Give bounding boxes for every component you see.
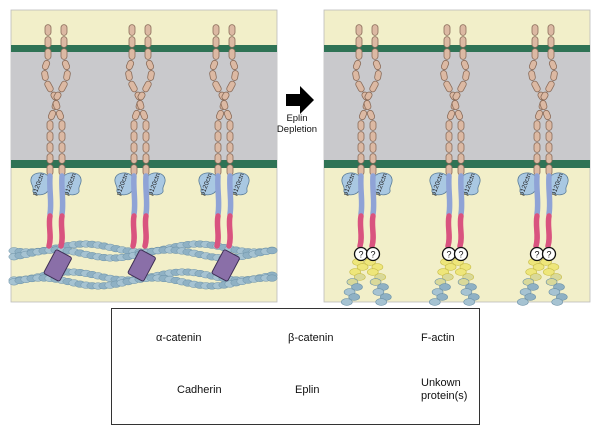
legend-box [111,308,480,425]
f-actin-filament [428,258,457,306]
beta-catenin [446,173,453,217]
legend-alpha-catenin-label: α-catenin [156,332,202,344]
f-actin-filament [340,258,369,306]
alpha-catenin [130,213,137,249]
p120-catenin: p120ctn [429,172,450,197]
beta-catenin [47,173,54,217]
legend-unknown-label-line1: Unkown [421,377,461,389]
membrane-bottom-line [324,160,590,168]
unknown-protein-mark: ? [546,250,551,260]
alpha-catenin [533,213,540,249]
membrane-top-line [11,45,277,52]
unknown-protein-mark: ? [534,250,539,260]
p120-catenin: p120ctn [114,172,135,197]
right-arrow-icon [286,86,314,114]
beta-catenin [546,173,553,217]
alpha-catenin [357,213,364,249]
beta-catenin [370,173,377,217]
alpha-catenin [142,213,149,249]
p120-catenin: p120ctn [460,172,481,197]
adherens-junction: p120ctn p120ctn [114,24,166,282]
unknown-protein-icon [541,246,557,262]
alpha-catenin [545,213,552,249]
beta-catenin [534,173,541,217]
p120-catenin: p120ctn [145,172,166,197]
legend-unknown-label-line2: protein(s) [421,390,468,402]
f-actin-network [8,240,278,290]
legend-f-actin-label: F-actin [421,332,455,344]
legend-eplin-label: Eplin [295,384,320,396]
legend-beta-catenin-label: β-catenin [288,332,334,344]
unknown-protein-mark: ? [458,250,463,260]
beta-catenin [227,173,234,217]
beta-catenin [458,173,465,217]
unknown-protein-mark: ? [358,250,363,260]
alpha-catenin [214,213,221,249]
unknown-protein-mark: ? [370,250,375,260]
beta-catenin [59,173,66,217]
alpha-catenin [226,213,233,249]
eplin [211,249,240,282]
alpha-catenin [445,213,452,249]
unknown-protein-mark: ? [446,250,451,260]
membrane-top-line [324,45,590,52]
p120-catenin: p120ctn [372,172,393,197]
unknown-protein-icon [453,246,469,262]
eplin [43,249,72,282]
arrow-caption: Eplin Depletion [272,113,322,135]
adherens-junction: p120ctn p120ctn?? [428,24,481,306]
p120-catenin: p120ctn [61,172,82,197]
alpha-catenin [369,213,376,249]
eplin [127,249,156,282]
p120-catenin: p120ctn [198,172,219,197]
f-actin-filament [540,258,568,306]
beta-catenin [143,173,150,217]
p120-catenin: p120ctn [517,172,538,197]
f-actin-filament [452,258,480,306]
legend-cadherin-label: Cadherin [177,384,222,396]
alpha-catenin [58,213,65,249]
unknown-protein-icon [365,246,381,262]
arrow-caption-line1: Eplin [286,113,308,124]
arrow-caption-line2: Depletion [276,124,318,135]
membrane-bottom-line [11,160,277,168]
beta-catenin [358,173,365,217]
alpha-catenin [46,213,53,249]
f-actin-filament [516,258,545,306]
beta-catenin [215,173,222,217]
alpha-catenin [457,213,464,249]
beta-catenin [131,173,138,217]
f-actin-filament [364,258,392,306]
